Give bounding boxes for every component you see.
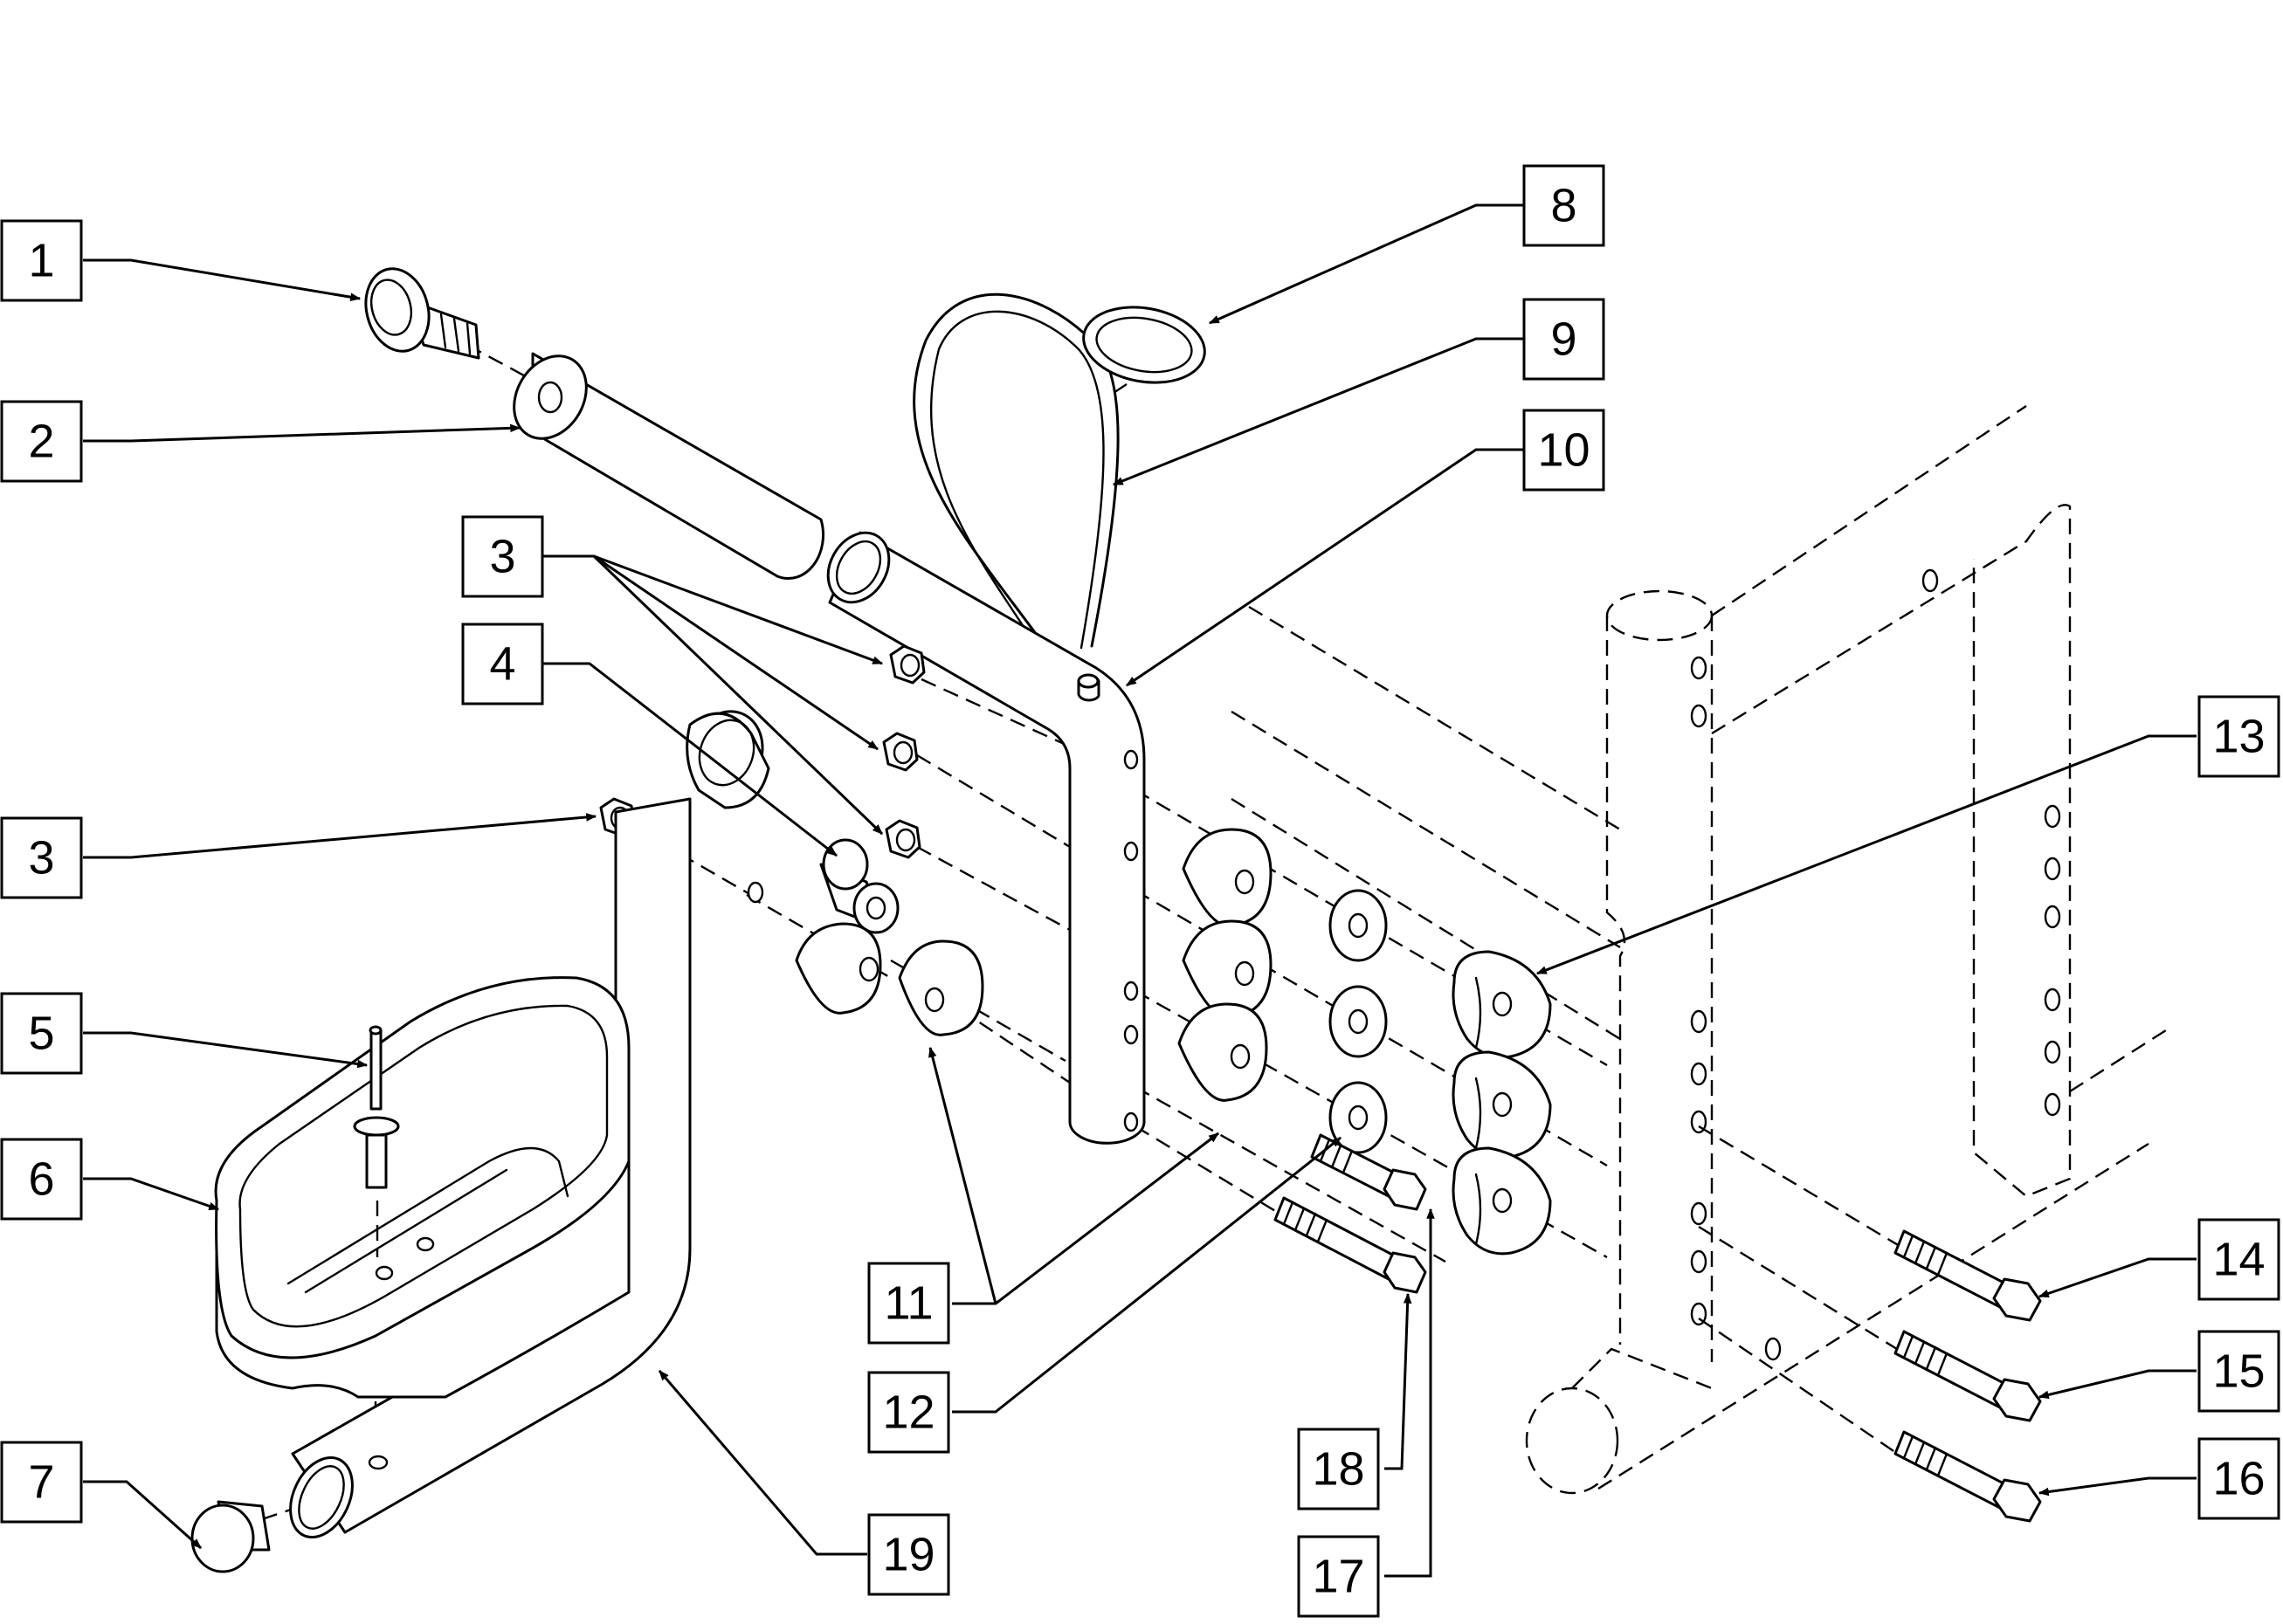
leader-17 [1384,1208,1435,1578]
callout-19: 19 [867,1513,950,1596]
leader-15 [2038,1369,2197,1400]
callout-5: 5 [0,992,83,1075]
part-7-end-cap [190,1500,271,1573]
part-1-end-plug [364,267,480,360]
leader-14 [2038,1257,2197,1298]
callout-3-left: 3 [0,816,83,899]
callout-1: 1 [0,219,83,302]
leader-10 [1126,448,1524,687]
leader-2 [83,423,521,443]
leader-18 [1384,1292,1412,1470]
leader-5 [83,1031,369,1069]
callout-8: 8 [1522,164,1605,247]
svg-text:2: 2 [28,416,54,468]
leader-9 [1112,337,1524,486]
svg-text:3: 3 [489,531,515,583]
callout-7: 7 [0,1441,83,1524]
svg-text:17: 17 [1312,1551,1364,1603]
wheelchair-frame-outline [1231,405,2167,1495]
part-8-9-ring-and-cable [913,292,1206,652]
leader-lines [83,203,2197,1578]
callout-6: 6 [0,1138,83,1221]
callout-10: 10 [1522,409,1605,492]
svg-text:6: 6 [28,1153,54,1206]
part-11-cone-washers [795,828,1273,1102]
svg-text:8: 8 [1550,180,1576,232]
leader-8 [1208,203,1524,325]
frame-holes [1690,568,2061,1361]
leader-3b [593,554,879,751]
leader-3c [592,554,884,836]
callout-9: 9 [1522,298,1605,381]
svg-text:18: 18 [1312,1443,1364,1496]
leader-19 [658,1370,867,1556]
callout-13: 13 [2197,695,2280,778]
callout-16: 16 [2197,1437,2280,1520]
svg-text:11: 11 [884,1277,933,1330]
part-2-grip-tube [513,352,825,581]
leader-13 [1535,734,2197,975]
svg-text:1: 1 [28,235,54,287]
svg-text:16: 16 [2212,1453,2265,1505]
svg-text:15: 15 [2212,1345,2265,1398]
part-15-bolt [1893,1330,2042,1422]
part-14-bolt [1893,1229,2042,1322]
svg-text:10: 10 [1537,424,1590,477]
part-18-bolt [1273,1196,1427,1294]
part-13-curved-spacers [1452,950,1552,1256]
leader-12 [952,1136,1342,1414]
svg-text:7: 7 [28,1456,54,1509]
callout-18: 18 [1297,1428,1380,1510]
svg-text:5: 5 [28,1008,54,1060]
svg-text:12: 12 [882,1387,935,1439]
leader-16 [2038,1476,2197,1497]
callout-15: 15 [2197,1330,2280,1413]
part-3-nuts [599,644,926,859]
leader-1 [83,258,362,301]
leader-3d [83,813,597,859]
leader-11a [952,1132,1219,1305]
svg-text:3: 3 [28,832,54,884]
leader-11b [928,1046,997,1304]
callout-boxes: 1 2 3 4 3 5 6 7 8 9 10 11 12 13 14 15 16… [0,164,2280,1618]
part-16-bolt [1893,1430,2042,1523]
nut-c [885,819,921,859]
part-6-cup [214,976,631,1399]
part-5-rivet [353,1025,400,1257]
nut-a [889,644,926,685]
part-12-flat-washers [1328,889,1388,1154]
callout-4: 4 [461,623,544,705]
svg-text:4: 4 [489,638,515,691]
leader-4 [543,662,838,857]
part-17-bolt [1310,1133,1427,1211]
callout-3-top: 3 [461,515,544,598]
svg-text:19: 19 [882,1529,935,1581]
part-10-main-bent-tube [826,531,1146,1145]
svg-text:14: 14 [2212,1234,2265,1286]
callout-17: 17 [1297,1535,1380,1618]
callout-2: 2 [0,400,83,483]
leader-7 [83,1480,202,1550]
svg-text:13: 13 [2212,711,2265,763]
callout-11: 11 [867,1262,950,1345]
svg-text:9: 9 [1550,313,1576,366]
callout-12: 12 [867,1371,950,1454]
callout-14: 14 [2197,1218,2280,1301]
leader-6 [83,1177,220,1211]
nut-b [882,732,919,772]
